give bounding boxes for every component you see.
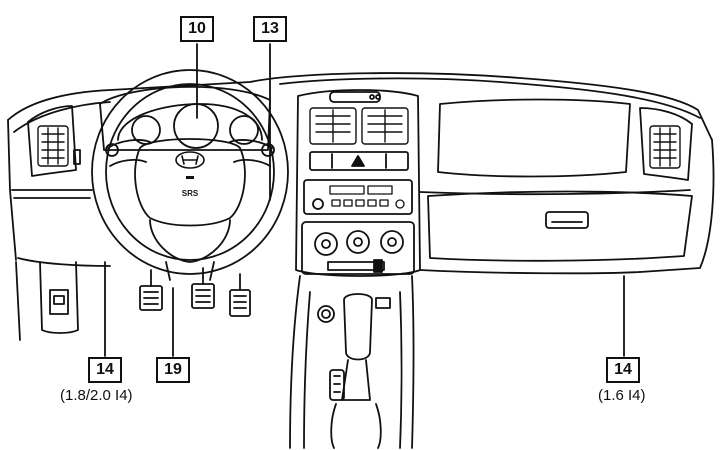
right-vent-housing: [639, 107, 693, 181]
hazard-icon: [351, 155, 365, 167]
climate-slider: [327, 261, 385, 271]
radio-knob: [312, 198, 324, 210]
gear-boot: [330, 403, 382, 449]
center-console-right-edge: [411, 275, 415, 449]
lower-dash-line-left-2: [17, 257, 111, 267]
steering-wheel-rim: [91, 69, 289, 275]
left-vent-grille-icon: [37, 125, 69, 167]
climate-slider-lever: [373, 259, 383, 273]
steering-wheel-spoke-bottom: [149, 219, 231, 263]
callout-14-left: 14: [88, 357, 122, 383]
steering-wheel-rim-inner: [105, 83, 275, 261]
cigarette-lighter-center: [321, 309, 331, 319]
climate-knob-mid-center: [353, 237, 363, 247]
hood-release-handle: [53, 295, 65, 305]
climate-knob-right-center: [387, 237, 397, 247]
center-vent-left-icon: [309, 107, 357, 145]
lower-dash-right-bottom: [419, 269, 641, 275]
radio-unit: [303, 179, 413, 215]
radio-buttons-icon: [329, 185, 405, 209]
callout-19: 19: [156, 357, 190, 383]
left-knob: [73, 149, 81, 165]
horn-button-left-icon: [105, 143, 119, 157]
steering-wheel-spoke-right: [229, 139, 273, 167]
glove-box-handle-icon: [545, 211, 589, 229]
lower-dash-right-line: [419, 189, 691, 196]
climate-knob-left-icon: [314, 232, 338, 256]
gear-lever-shaft: [341, 359, 371, 401]
dashboard-left-edge: [7, 119, 17, 261]
airbag-dot: [186, 176, 194, 179]
climate-knob-mid-icon: [346, 230, 370, 254]
instrument-cluster-gauges: [117, 103, 263, 141]
clock-display: [329, 91, 381, 103]
brake-pedal-icon: [191, 267, 215, 309]
center-console-left-edge: [289, 275, 301, 449]
left-lower-panel: [39, 261, 79, 334]
airbag-pad: [134, 138, 246, 227]
console-inner-left: [303, 291, 311, 449]
switch-strip: [309, 151, 409, 171]
gear-indicator-panel: [329, 369, 345, 401]
right-vent-grille-icon: [649, 125, 681, 169]
glove-box: [427, 190, 693, 262]
left-kick-panel: [15, 261, 21, 341]
steering-column-shroud: [165, 261, 215, 281]
fuel-gauge-icon: [229, 115, 259, 145]
caption-engine-left: (1.8/2.0 I4): [60, 387, 133, 404]
clock-button: [369, 94, 375, 100]
console-switch: [375, 297, 391, 309]
climate-panel: [301, 221, 415, 275]
clock-button-2: [375, 94, 381, 100]
lower-dash-line-left: [11, 189, 93, 199]
upper-tray: [437, 98, 631, 178]
hyundai-logo-icon: [175, 151, 205, 169]
callout-10: 10: [180, 16, 214, 42]
left-vent-housing: [27, 105, 77, 177]
console-inner-right: [399, 291, 403, 449]
dashboard-right-edge: [639, 139, 715, 273]
cigarette-lighter: [317, 305, 335, 323]
horn-button-right-icon: [261, 143, 275, 157]
steering-wheel-spoke-left: [107, 139, 151, 167]
caption-engine-right: (1.6 I4): [598, 387, 646, 404]
accelerator-pedal-icon: [229, 273, 251, 317]
gear-lever-knob: [343, 293, 373, 361]
climate-knob-right-icon: [380, 230, 404, 254]
callout-13: 13: [253, 16, 287, 42]
callout-14-right: 14: [606, 357, 640, 383]
clutch-pedal-icon: [139, 269, 163, 311]
climate-knob-left-center: [321, 239, 331, 249]
center-vent-right-icon: [361, 107, 409, 145]
speedometer-icon: [173, 103, 219, 149]
dashboard-top-outline: [7, 72, 713, 141]
hood-release-lever: [49, 289, 69, 315]
